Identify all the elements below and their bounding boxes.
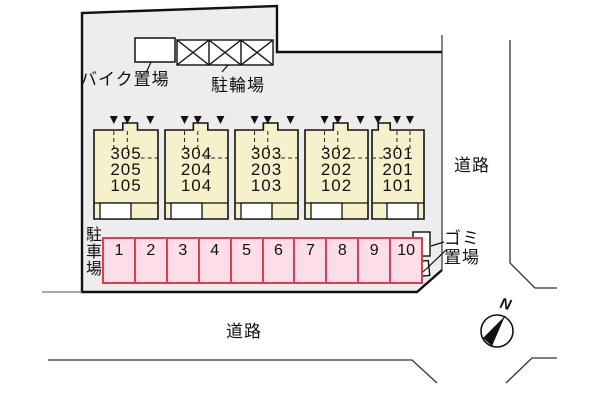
direction-marker-triangle (392, 116, 401, 124)
building-entrance-porch (170, 202, 203, 220)
garbage-pointer-line-2 (422, 249, 447, 273)
direction-marker-triangle (333, 116, 342, 124)
road-label-bottom: 道路 (226, 322, 262, 341)
direction-marker-triangle (109, 116, 118, 124)
direction-marker-triangle (373, 116, 382, 124)
parking-lot-label: 駐車場 (83, 226, 100, 277)
room-number: 305 (110, 144, 142, 163)
parking-space: 6 (261, 239, 294, 282)
room-number: 205 (110, 160, 142, 179)
room-number: 104 (180, 176, 213, 195)
direction-marker-triangle (193, 116, 202, 124)
parking-space: 1 (114, 242, 124, 259)
bike-storage-label: バイク置場 (80, 70, 170, 89)
room-number: 302 (320, 144, 353, 163)
bicycle-parking-box (176, 39, 274, 66)
bike-storage-box (134, 37, 176, 63)
parking-space: 4 (197, 239, 230, 282)
direction-marker-triangle (146, 116, 155, 124)
garbage-label-line1: ゴミ (444, 229, 480, 248)
direction-marker-triangle (405, 116, 414, 124)
room-number: 204 (180, 160, 213, 179)
direction-marker-triangle (356, 116, 365, 124)
direction-marker-triangle (263, 116, 272, 124)
room-number: 304 (180, 144, 213, 163)
road-intersection-edge (505, 357, 557, 384)
room-number: 201 (382, 160, 414, 179)
garbage-area-label: ゴミ 置場 (444, 229, 480, 267)
garbage-pointer-line-1 (430, 241, 445, 247)
parking-space: 2 (133, 239, 166, 282)
room-number: 303 (250, 144, 283, 163)
parking-space: 9 (357, 239, 389, 282)
building-outlines (93, 116, 425, 220)
parking-space: 3 (165, 239, 198, 282)
direction-marker-triangle (216, 116, 225, 124)
building-entrance-porch (99, 202, 132, 220)
room-number: 301 (382, 144, 414, 163)
road-label-right: 道路 (454, 156, 490, 175)
compass-icon (480, 314, 514, 348)
room-number: 202 (320, 160, 353, 179)
building-entrance-porch (240, 202, 273, 220)
site-boundary-thick (80, 4, 443, 294)
parking-space: 7 (293, 239, 325, 282)
bicycle-parking-pointer-line (221, 64, 229, 73)
road-right-edge (509, 40, 557, 289)
room-number: 203 (250, 160, 283, 179)
building-entrance-porch (310, 202, 343, 220)
bike-storage-pointer-line (145, 61, 152, 74)
room-number: 105 (110, 176, 142, 195)
building-entrance-porch (386, 202, 419, 220)
garbage-label-line2: 置場 (444, 248, 480, 267)
direction-marker-triangle (320, 116, 329, 124)
road-bottom-edge (48, 359, 438, 384)
bicycle-parking-label: 駐輪場 (211, 76, 265, 95)
room-number: 102 (320, 176, 353, 195)
parking-space: 5 (229, 239, 262, 282)
direction-marker-triangle (286, 116, 295, 124)
room-number: 101 (382, 176, 414, 195)
direction-marker-triangle (250, 116, 259, 124)
parking-space: 8 (325, 239, 357, 282)
direction-marker-triangle (180, 116, 189, 124)
parking-space: 10 (389, 239, 421, 282)
room-number: 103 (250, 176, 283, 195)
direction-marker-triangle (123, 116, 132, 124)
